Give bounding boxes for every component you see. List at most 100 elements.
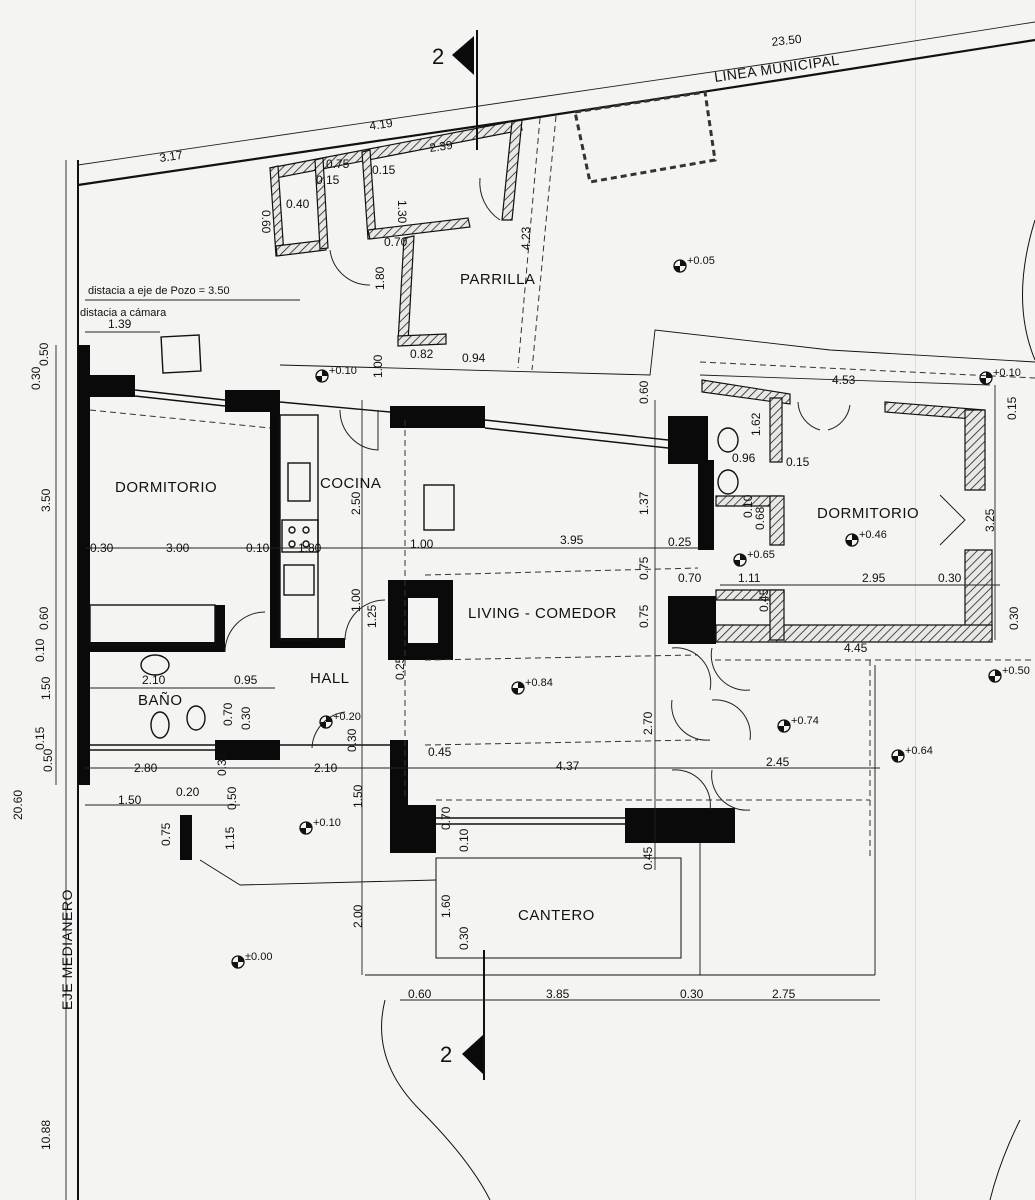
dimension-label: 1.30 xyxy=(395,200,409,224)
dimension-label: 0.45 xyxy=(428,745,452,759)
level-marker-l5: +0.65 xyxy=(733,549,775,567)
dimension-label: 3.95 xyxy=(560,533,584,547)
paper-fold-line xyxy=(915,0,916,1200)
dimension-label: 0.30 xyxy=(680,987,704,1001)
dimension-label: 0.30 xyxy=(938,571,962,585)
dimension-label: 1.11 xyxy=(738,571,761,585)
room-label-cocina: COCINA xyxy=(320,475,381,492)
dimension-label: 0.30 xyxy=(1007,606,1021,630)
dimension-label: 1.15 xyxy=(223,826,237,850)
level-value: +0.05 xyxy=(687,255,715,267)
dimension-label: 0.15 xyxy=(316,173,340,187)
dimension-label: 0.30 xyxy=(90,541,114,555)
dimension-label: 0.75 xyxy=(159,822,173,846)
dimension-label: 0.50 xyxy=(41,748,55,772)
distancia-pozo-note: distacia a eje de Pozo = 3.50 xyxy=(88,285,230,297)
dimension-labels: 23.504.193.172.390.750.150.151.300.400.6… xyxy=(11,32,1021,1150)
dimension-label: 0.10 xyxy=(246,541,270,555)
dimension-label: 4.19 xyxy=(368,116,393,133)
dimension-label: 1.50 xyxy=(39,676,53,700)
dimension-label: 3.50 xyxy=(39,488,53,512)
room-label-hall: HALL xyxy=(310,670,350,687)
dashed-outlines xyxy=(89,361,1035,860)
level-markers: +0.05 +0.10 +0.10 +0.46 +0.65 +0.50 +0.84 +0.74… xyxy=(231,255,1030,969)
dimension-label: 2.10 xyxy=(314,761,338,775)
level-marker-l6: +0.50 xyxy=(988,665,1030,683)
dimension-label: 0.30 xyxy=(239,706,253,730)
section-label-bottom: 2 xyxy=(440,1042,452,1067)
dimension-label: 0.15 xyxy=(786,455,810,469)
dimension-lines xyxy=(55,299,1000,1001)
level-marker-l9: +0.64 xyxy=(891,745,933,763)
dimension-label: 0.70 xyxy=(439,806,453,830)
dimension-label: 0.60 xyxy=(37,606,51,630)
dimension-label: 20.60 xyxy=(11,790,25,820)
level-value: +0.46 xyxy=(859,529,887,541)
dimension-label: 0.20 xyxy=(176,785,200,799)
dimension-label: 0.95 xyxy=(234,673,258,687)
dimension-label: 0.10 xyxy=(457,828,471,852)
dimension-label: 4.53 xyxy=(832,373,856,387)
eje-medianero-label: EJE MEDIANERO xyxy=(59,889,75,1010)
dimension-label: 0.40 xyxy=(286,197,310,211)
dimension-label: 0.25 xyxy=(393,656,407,680)
dimension-label: 0.75 xyxy=(637,604,651,628)
dimension-label: 0.75 xyxy=(326,157,350,171)
room-label-cantero: CANTERO xyxy=(518,907,595,924)
room-label-dormitorio-right: DORMITORIO xyxy=(817,505,919,522)
dimension-label: 2.70 xyxy=(641,711,655,735)
dimension-label: 2.75 xyxy=(772,987,796,1001)
dimension-label: 1.39 xyxy=(108,317,132,331)
level-value: +0.20 xyxy=(333,711,361,723)
dimension-label: 3.00 xyxy=(166,541,190,555)
dimension-label: 0.35 xyxy=(215,752,229,776)
room-label-bano: BAÑO xyxy=(138,692,183,709)
level-marker-l2: +0.10 xyxy=(315,365,357,383)
level-marker-l8: +0.74 xyxy=(777,715,819,733)
distancia-camara-note: distacia a cámara xyxy=(80,307,167,319)
dimension-label: 0.70 xyxy=(384,235,408,249)
level-marker-l10: +0.20 xyxy=(319,711,361,729)
level-value: +0.74 xyxy=(791,715,819,727)
dimension-label: 3.85 xyxy=(546,987,570,1001)
dimension-label: 4.23 xyxy=(519,226,533,250)
dimension-label: 1.00 xyxy=(410,537,434,551)
room-label-parrilla: PARRILLA xyxy=(460,271,535,288)
dimension-label: 0.96 xyxy=(732,451,756,465)
section-markers xyxy=(452,30,485,1080)
dashed-annex xyxy=(573,90,717,184)
dimension-label: 0.10 xyxy=(33,638,47,662)
dimension-label: 0.15 xyxy=(33,726,47,750)
room-label-dormitorio-left: DORMITORIO xyxy=(115,479,217,496)
dimension-label: 23.50 xyxy=(771,32,803,49)
dimension-label: 0.60 xyxy=(259,210,273,234)
dimension-label: 0.30 xyxy=(457,926,471,950)
dimension-label: 0.45 xyxy=(757,588,771,612)
level-marker-l3: +0.10 xyxy=(979,367,1021,385)
dimension-label: 1.00 xyxy=(371,354,385,378)
level-value: +0.50 xyxy=(1002,665,1030,677)
dimension-label: 1.00 xyxy=(349,588,363,612)
dimension-label: 2.45 xyxy=(766,755,790,769)
yard-outlines xyxy=(160,219,1035,1200)
dimension-label: 0.75 xyxy=(637,556,651,580)
dimension-label: 10.88 xyxy=(39,1120,53,1150)
dimension-label: 0.15 xyxy=(1005,396,1019,420)
fixtures xyxy=(140,427,739,739)
dimension-label: 2.50 xyxy=(349,491,363,515)
dimension-label: 0.68 xyxy=(753,506,767,530)
dimension-label: 0.30 xyxy=(345,728,359,752)
dimension-label: 0.10 xyxy=(741,494,755,518)
level-value: +0.84 xyxy=(525,677,553,689)
dimension-label: 0.60 xyxy=(637,380,651,404)
left-block-walls xyxy=(78,345,735,853)
level-value: +0.64 xyxy=(905,745,933,757)
room-label-living-comedor: LIVING - COMEDOR xyxy=(468,605,617,622)
dimension-label: 2.00 xyxy=(351,904,365,928)
dimension-label: 0.70 xyxy=(678,571,702,585)
level-value: +0.10 xyxy=(329,365,357,377)
dimension-label: 1.62 xyxy=(749,412,763,436)
dimension-label: 0.15 xyxy=(372,163,396,177)
dimension-label: 0.82 xyxy=(410,347,434,361)
